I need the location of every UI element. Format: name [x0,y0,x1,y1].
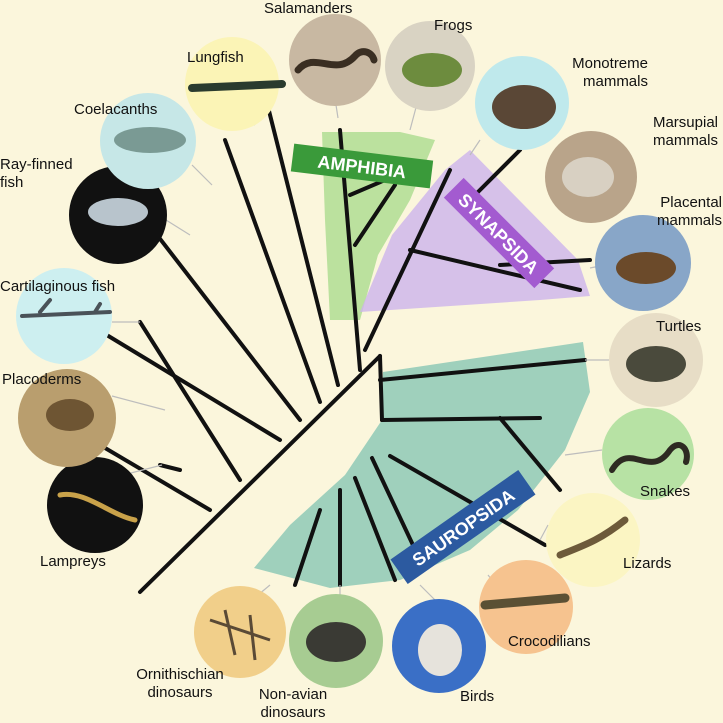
taxon-label-placentals: Placental mammals [656,194,722,229]
dinosaur-skull [306,622,366,662]
taxon-label-lizards: Lizards [623,555,672,572]
sauropsida-banner [390,469,536,585]
taxon-label-rayfinned: Ray-finned fish [0,156,73,191]
placoderm-fossil [46,399,94,431]
taxon-label-salamanders: Salamanders [264,0,353,17]
lizard-body [556,516,629,559]
taxon-label-nonavian: Non-avian dinosaurs [258,686,328,721]
amphibia-banner [290,143,434,189]
coelacanth-body [114,127,186,153]
opossum-body [562,157,614,197]
echidna-body [492,85,556,129]
ornithischian-skeleton [209,609,271,661]
taxon-label-frogs: Frogs [434,17,473,34]
pelican-body [418,624,462,676]
fish-body [88,198,148,226]
taxon-label-turtles: Turtles [656,318,702,335]
taxon-label-lampreys: Lampreys [40,553,106,570]
lamprey-body [57,491,138,523]
taxon-label-monotremes: Monotreme mammals [572,55,648,90]
turtle-shell [626,346,686,382]
taxon-label-birds: Birds [460,688,495,705]
snake-body [609,442,690,473]
ornithischian-icon [194,586,286,678]
lungfish-body [188,80,286,92]
taxon-label-snakes: Snakes [640,483,691,500]
frog-body [402,53,462,87]
taxon-label-crocodilians: Crocodilians [508,633,591,650]
snake-icon [602,408,694,500]
taxon-label-lungfish: Lungfish [187,49,244,66]
synapsida-banner [443,177,555,289]
taxon-label-ornithischian: Ornithischian dinosaurs [136,666,224,701]
taxon-label-cartilaginous: Cartilaginous fish [0,278,116,295]
taxon-label-coelacanths: Coelacanths [74,101,158,118]
taxon-label-placoderms: Placoderms [2,371,82,388]
deer-body [616,252,676,284]
shark-body [20,298,112,318]
crocodile-icon [479,560,573,654]
taxon-photos [16,14,703,693]
salamander-icon [289,14,381,106]
taxon-label-marsupials: Marsupial mammals [652,114,718,149]
crocodile-body [480,593,570,610]
salamander-body [294,48,378,74]
